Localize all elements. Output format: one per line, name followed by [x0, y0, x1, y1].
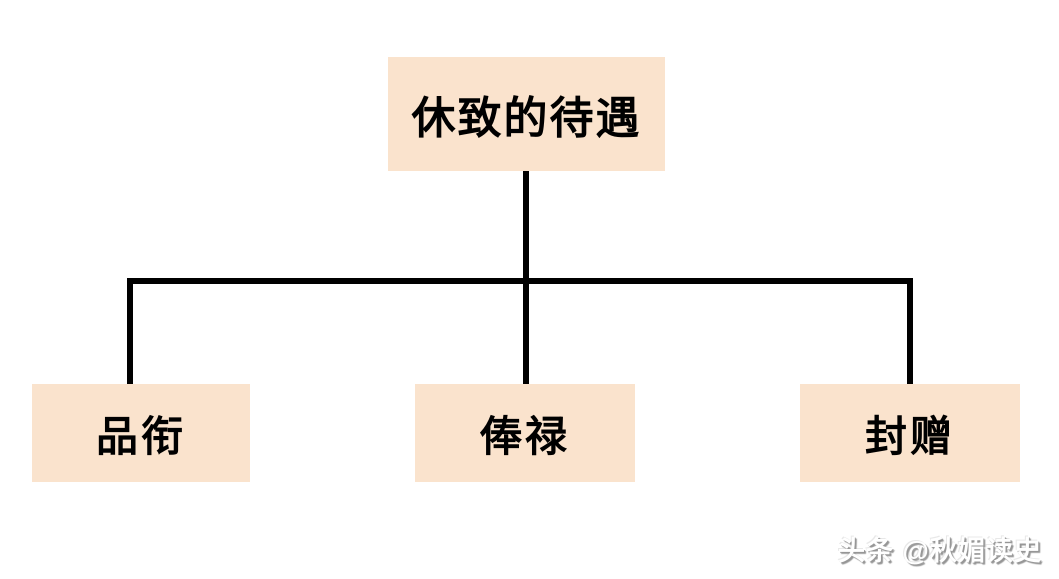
child-node-salary-label: 俸禄: [479, 412, 570, 460]
child-node-salary: 俸禄: [415, 384, 635, 482]
connector-horizontal-bar: [127, 278, 913, 284]
connector-left-vertical: [127, 278, 133, 384]
child-node-conferment-label: 封赠: [864, 412, 955, 460]
toutiao-watermark: 头条 @秋媚读史: [838, 536, 1042, 566]
connector-right-vertical: [907, 278, 913, 384]
child-node-rank: 品衔: [32, 384, 250, 482]
connector-root-vertical: [523, 171, 529, 384]
child-node-rank-label: 品衔: [95, 412, 186, 460]
child-node-conferment: 封赠: [800, 384, 1020, 482]
root-node-retirement-treatment: 休致的待遇: [388, 57, 665, 171]
root-node-label: 休致的待遇: [411, 94, 642, 143]
